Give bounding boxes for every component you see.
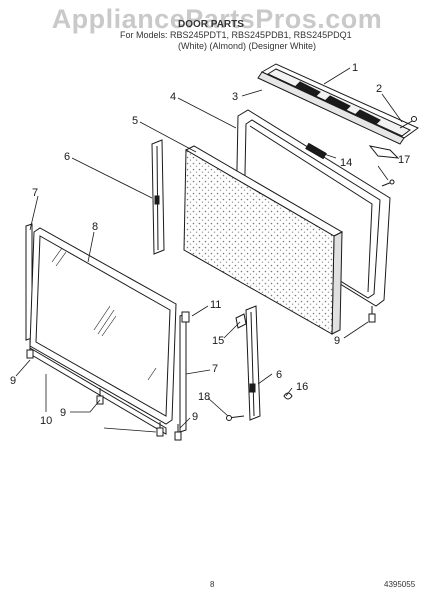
part-screw-9-right [174, 424, 182, 441]
callout-4: 4 [170, 91, 176, 103]
callout-1: 1 [352, 62, 358, 74]
callout-18: 18 [198, 391, 210, 403]
part-screw-side [381, 179, 395, 187]
part-bracket-upper [235, 313, 247, 329]
callout-16: 16 [296, 381, 308, 393]
callout-3: 3 [232, 91, 238, 103]
part-screw-9-mid-b [156, 422, 164, 437]
callout-5: 5 [132, 115, 138, 127]
callout-2: 2 [376, 83, 382, 95]
callout-10: 10 [40, 415, 52, 427]
part-vent-trim [257, 63, 419, 159]
part-hinge-channel-lower [245, 305, 261, 421]
callout-9-right: 9 [192, 411, 198, 423]
callout-11: 11 [210, 299, 221, 311]
part-code: 4395055 [384, 580, 416, 589]
page-number: 8 [210, 580, 215, 589]
callouts: 1 2 3 4 5 6 7 8 9 10 9 9 11 15 7 6 16 18… [10, 62, 410, 427]
callout-9-bottom: 9 [60, 407, 66, 419]
diagram-title: DOOR PARTS [178, 19, 244, 30]
callout-6-lower: 6 [276, 369, 282, 381]
callout-15: 15 [212, 335, 224, 347]
color-list: (White) (Almond) (Designer White) [178, 41, 317, 51]
part-screw-lower [226, 415, 245, 421]
part-spring-clip [283, 392, 293, 400]
callout-7-left: 7 [32, 187, 38, 199]
callout-7-right: 7 [212, 363, 218, 375]
part-screw-top [399, 116, 417, 129]
callout-8: 8 [92, 221, 98, 233]
callout-6-upper: 6 [64, 151, 70, 163]
watermark-text: AppliancePartsPros.com [51, 4, 383, 34]
part-screw-9-left [26, 340, 34, 359]
callout-9-upper-right: 9 [334, 335, 340, 347]
callout-17: 17 [398, 154, 410, 166]
part-clip [181, 311, 190, 323]
model-list: For Models: RBS245PDT1, RBS245PDB1, RBS2… [120, 30, 352, 40]
callout-14: 14 [340, 157, 352, 169]
part-hinge-channel-upper [151, 139, 165, 255]
part-screw-9-upper-right [368, 306, 376, 323]
part-insulation [183, 145, 344, 335]
part-side-trim-right [179, 313, 187, 433]
callout-9-left: 9 [10, 375, 16, 387]
leader-lines [15, 67, 403, 433]
